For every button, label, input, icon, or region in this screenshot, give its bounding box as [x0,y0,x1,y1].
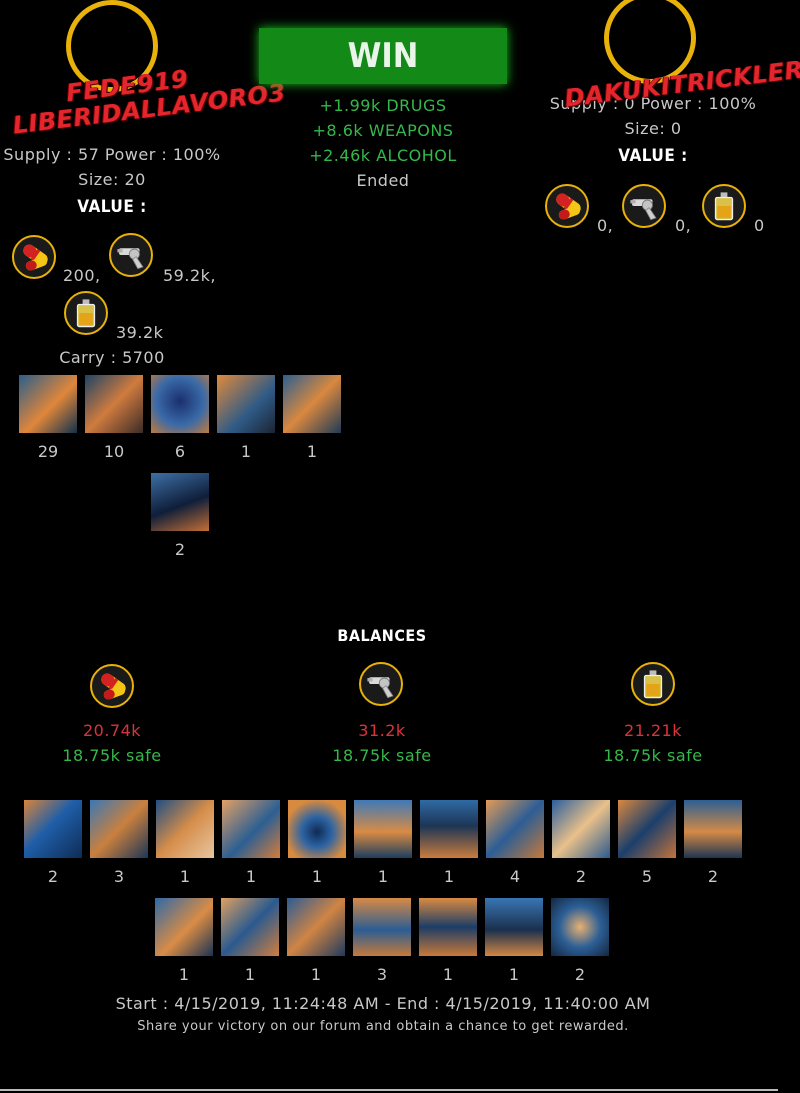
revolver-icon [359,662,403,706]
right-size: Size: 0 [624,119,682,138]
bottle-icon [631,662,675,706]
woman-gangster-card[interactable] [19,375,77,433]
building-count: 1 [508,965,520,984]
pills-icon [545,184,589,228]
right-player-panel: Supply : 0 Power : 100% DAKUKITRICKLER S… [540,0,800,240]
left-size: Size: 20 [78,170,146,189]
building-count: 1 [377,867,389,886]
right-value-alcohol: 0 [754,216,765,235]
revolver-icon [622,184,666,228]
right-value-drugs: 0, [597,216,614,235]
left-value-weapons: 59.2k, [163,266,216,285]
unit-count: 1 [240,442,252,461]
balances-title: BALANCES [337,626,427,645]
balance-alcohol: 21.21k [623,721,683,740]
left-value-alcohol: 39.2k [116,323,164,342]
gain-drugs: +1.99k DRUGS [319,96,447,115]
gain-alcohol: +2.46k ALCOHOL [309,146,457,165]
distillery-card[interactable] [485,898,543,956]
unit-count: 10 [103,442,125,461]
safe-drugs: 18.75k safe [62,746,162,765]
building-count: 1 [311,867,323,886]
dockyard-card[interactable] [420,800,478,858]
right-supply-power: Supply : 0 Power : 100% [549,94,757,113]
building-count: 2 [574,965,586,984]
building-count: 1 [245,867,257,886]
building-count: 2 [707,867,719,886]
balance-weapons: 31.2k [358,721,406,740]
church-card[interactable] [354,800,412,858]
boss-in-tuxedo-card[interactable] [151,473,209,531]
unit-count: 6 [174,442,186,461]
bottle-icon [702,184,746,228]
building-count: 1 [442,965,454,984]
gain-weapons: +8.6k WEAPONS [312,121,454,140]
street-card[interactable] [353,898,411,956]
workshop-card[interactable] [90,800,148,858]
left-value-drugs: 200, [63,266,101,285]
right-player-avatar[interactable] [604,0,696,84]
building-count: 2 [575,867,587,886]
unit-count: 2 [174,540,186,559]
lab-worker-card[interactable] [155,898,213,956]
share-message[interactable]: Share your victory on our forum and obta… [137,1019,629,1034]
building-count: 3 [113,867,125,886]
bar-card[interactable] [618,800,676,858]
battle-status: Ended [356,171,410,190]
building-count: 1 [179,867,191,886]
barrel-tunnel-card[interactable] [288,800,346,858]
left-player-avatar[interactable] [66,0,158,92]
left-supply-power: Supply : 57 Power : 100% [3,145,221,164]
building-count: 5 [641,867,653,886]
building-count: 3 [376,965,388,984]
phone-agent-card[interactable] [217,375,275,433]
right-value-label: VALUE : [618,146,688,166]
building-count: 1 [178,965,190,984]
bottle-icon [64,291,108,335]
warehouse-card[interactable] [486,800,544,858]
brawler-card[interactable] [85,375,143,433]
sniper-card[interactable] [283,375,341,433]
corridor-card[interactable] [551,898,609,956]
building-count: 1 [443,867,455,886]
right-value-weapons: 0, [675,216,692,235]
building-count: 4 [509,867,521,886]
safe-weapons: 18.75k safe [332,746,432,765]
factory-hall-card[interactable] [419,898,477,956]
safe-alcohol: 18.75k safe [603,746,703,765]
pills-icon [12,235,56,279]
container-card[interactable] [552,800,610,858]
left-player-panel: FEDE919 LIBERIDALLAVORO3 Supply : 57 Pow… [0,0,341,570]
battle-time-range: Start : 4/15/2019, 11:24:48 AM - End : 4… [115,994,651,1013]
unit-count: 1 [306,442,318,461]
hangar-card[interactable] [684,800,742,858]
building-count: 2 [47,867,59,886]
win-banner: WIN [259,28,507,84]
desk-office-card[interactable] [156,800,214,858]
building-count: 1 [244,965,256,984]
left-carry: Carry : 5700 [59,348,165,367]
left-value-label: VALUE : [77,197,147,217]
building-count: 1 [310,965,322,984]
revolver-icon [109,233,153,277]
armory-card[interactable] [222,800,280,858]
footer-divider [0,1089,778,1091]
pills-icon [90,664,134,708]
shop-interior-card[interactable] [221,898,279,956]
unit-count: 29 [37,442,59,461]
blue-barrels-card[interactable] [24,800,82,858]
hooded-gunman-card[interactable] [151,375,209,433]
crates-card[interactable] [287,898,345,956]
balance-drugs: 20.74k [82,721,142,740]
